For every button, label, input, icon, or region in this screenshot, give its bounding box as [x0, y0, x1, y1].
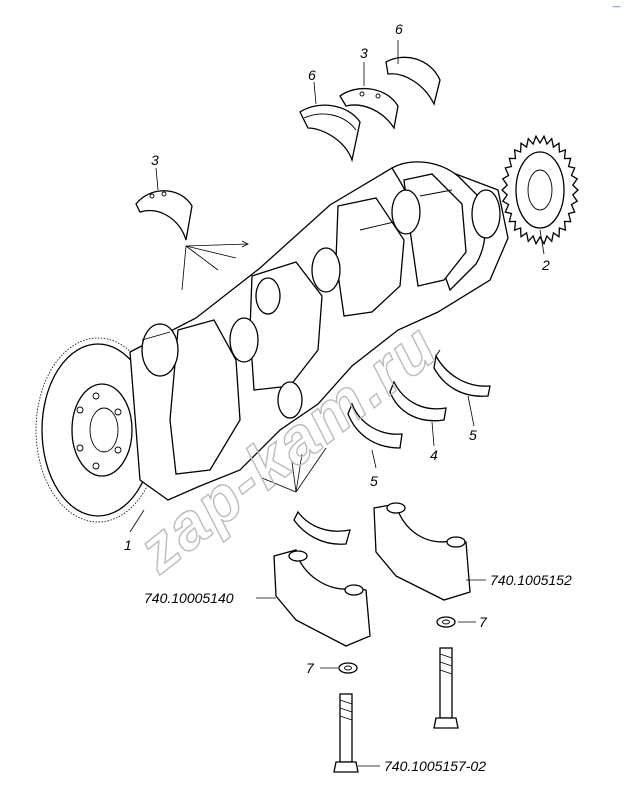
label-5-left: 5	[370, 473, 378, 489]
bearing-cap-left	[273, 549, 371, 647]
bolt-left	[333, 693, 359, 773]
bearing-shell-5-left	[347, 402, 403, 449]
axis-arrows-lower	[261, 447, 327, 493]
bearing-shell-3-left	[135, 190, 193, 241]
label-7-right: 7	[479, 614, 488, 630]
washer-7-left	[338, 662, 358, 674]
crankshaft-1	[35, 161, 509, 523]
label-1: 1	[124, 537, 132, 553]
label-6-top: 6	[395, 21, 403, 37]
code-bolt: 740.1005157-02	[384, 758, 486, 774]
bearing-shell-3-top	[339, 87, 399, 130]
corner-mark: —	[612, 2, 621, 12]
bearing-cap-right	[373, 502, 471, 601]
bearing-shell-6-top	[385, 56, 441, 106]
washer-7-right	[436, 616, 456, 628]
bolt-right	[433, 647, 459, 729]
bearing-shell-5-right	[433, 349, 491, 397]
label-7-left: 7	[306, 660, 315, 676]
gear-2	[501, 134, 579, 246]
code-cap-right: 740.1005152	[490, 572, 572, 588]
label-2: 2	[541, 257, 550, 273]
bearing-shell-4	[389, 380, 447, 422]
label-3-top: 3	[360, 45, 368, 61]
label-3-left: 3	[151, 152, 159, 168]
bearing-shell-6-left	[299, 104, 361, 163]
code-cap-left: 740.10005140	[144, 590, 234, 606]
bearing-shell-lower-center	[293, 510, 351, 545]
label-4: 4	[430, 447, 438, 463]
axis-arrows-upper	[181, 240, 249, 291]
label-5-right: 5	[469, 427, 477, 443]
leader-lines	[129, 40, 545, 767]
label-6-left: 6	[308, 67, 316, 83]
